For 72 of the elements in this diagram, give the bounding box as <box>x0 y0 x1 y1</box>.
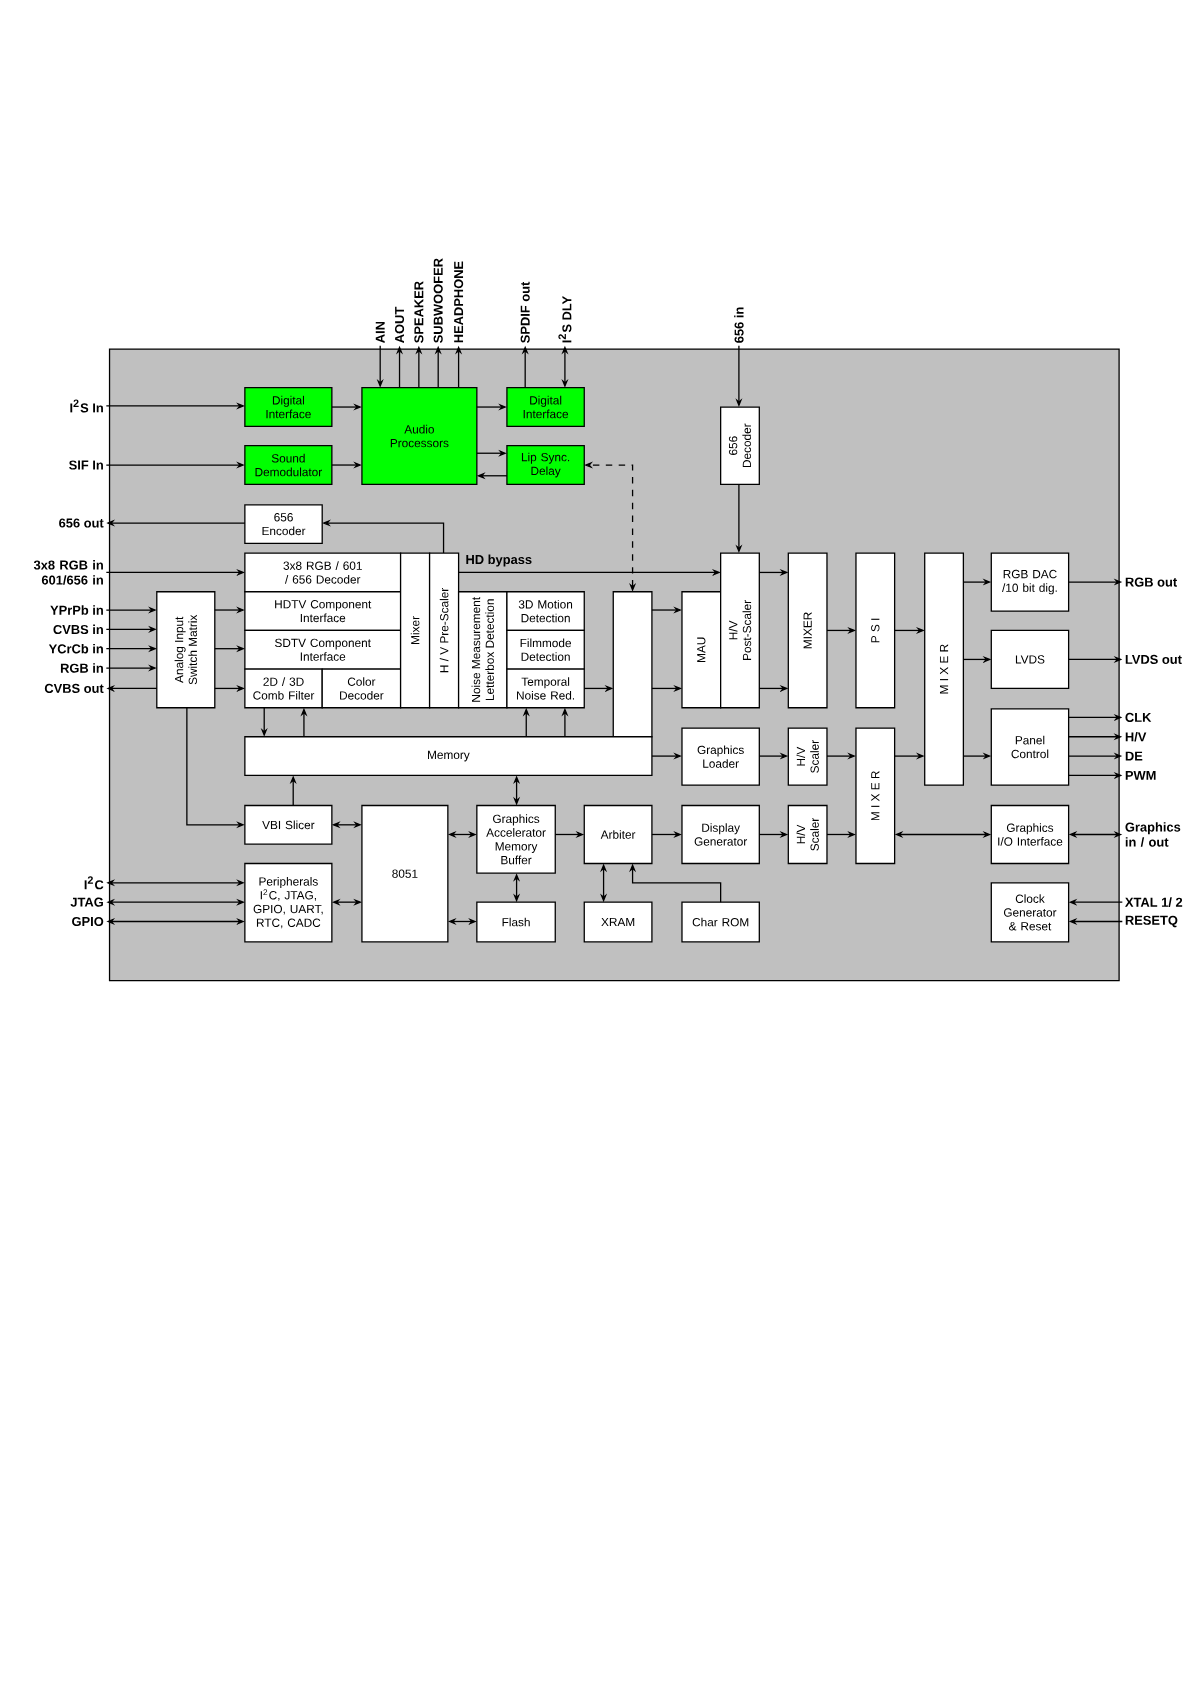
block-box: 3x8 RGB / 601 / 656 Decoder <box>244 552 402 593</box>
block-box: 3D Motion Detection <box>506 591 585 632</box>
pin-label: CVBS out <box>44 683 104 693</box>
pin-label: 3x8 RGB in 601/656 in <box>33 560 103 585</box>
pin-label: LVDS out <box>1125 654 1182 664</box>
block-box: M I X E R <box>855 727 896 865</box>
block-box: Graphics I/O Interface <box>990 804 1070 865</box>
block-box: 2D / 3D Comb Filter <box>244 668 323 709</box>
block-box: H / V Pre-Scaler <box>428 552 460 709</box>
pin-label: CVBS in <box>53 624 103 635</box>
block-box: Graphics Accelerator Memory Buffer <box>476 804 556 874</box>
pin-label: H/V <box>1125 731 1147 742</box>
pin-label: XTAL 1/ 2 <box>1125 897 1183 907</box>
pin-label: SIF In <box>69 460 103 470</box>
block-box: M I X E R <box>924 552 965 786</box>
pin-label: YPrPb in <box>50 605 103 615</box>
pin-label: 656 out <box>59 518 104 528</box>
pin-label: RGB in <box>60 663 103 673</box>
block-box: Flash <box>476 901 556 943</box>
block-box: RGB DAC /10 bit dig. <box>990 552 1070 612</box>
block-box: MIXER <box>787 552 828 709</box>
pin-label: AIN <box>375 321 385 343</box>
block-box: Panel Control <box>990 708 1070 786</box>
pin-label: SPDIF out <box>520 281 530 343</box>
block-box: Arbiter <box>583 804 653 865</box>
block-box: Sound Demodulator <box>244 445 333 485</box>
pin-label: RGB out <box>1125 577 1177 587</box>
pin-label: DE <box>1125 751 1143 761</box>
pin-label: Graphics in / out <box>1125 822 1181 847</box>
pin-label: GPIO <box>72 916 104 927</box>
pin-label: I$^{2}$C <box>84 876 104 890</box>
block-box: Noise Measurement Letterbox Detection <box>457 591 508 709</box>
block-box: 656 Encoder <box>244 504 323 545</box>
block-box: Temporal Noise Red. <box>506 668 585 709</box>
pin-label: I$^{2}$S DLY <box>558 296 572 343</box>
block-box: Char ROM <box>681 901 760 943</box>
block-box: Digital Interface <box>244 387 333 428</box>
block-box: HDTV Component Interface <box>244 591 402 632</box>
pin-label: YCrCb in <box>48 643 103 654</box>
block-box: Digital Interface <box>506 387 585 428</box>
pin-label: CLK <box>1125 712 1152 722</box>
pin-label: AOUT <box>395 306 405 343</box>
pin-label: 656 in <box>734 307 744 343</box>
pin-label: HEADPHONE <box>454 261 464 343</box>
block-box: P S I <box>855 552 896 709</box>
block-box: XRAM <box>583 901 653 943</box>
block-box <box>612 591 653 738</box>
pin-label: SPEAKER <box>414 281 424 343</box>
block-box: 656 Decoder <box>720 406 760 485</box>
pin-label: RESETQ <box>1125 915 1178 928</box>
pin-label: JTAG <box>70 897 103 907</box>
pin-label: PWM <box>1125 771 1156 780</box>
block-box: Audio Processors <box>361 387 478 485</box>
block-box: Display Generator <box>681 804 760 865</box>
pin-label: SUBWOOFER <box>433 258 443 343</box>
block-box: Color Decoder <box>321 668 402 709</box>
block-box: MAU <box>681 591 722 709</box>
block-box: Analog Input Switch Matrix <box>156 591 216 709</box>
block-box: H/V Scaler <box>787 727 828 786</box>
block-box: H/V Post-Scaler <box>720 552 760 709</box>
edge-label: HD bypass <box>463 552 535 569</box>
pin-label: I$^{2}$S In <box>70 399 103 413</box>
block-box: Peripherals I$^{2}$C, JTAG, GPIO, UART, RTC, CADC <box>244 862 333 943</box>
block-box: Clock Generator & Reset <box>990 882 1070 943</box>
block-box: H/V Scaler <box>787 804 828 865</box>
block-box: Filmmode Detection <box>506 629 585 670</box>
block-box: VBI Slicer <box>244 804 333 845</box>
block-box: Lip Sync. Delay <box>506 445 585 485</box>
block-box: Mixer <box>399 552 431 709</box>
block-box: Graphics Loader <box>681 727 760 786</box>
block-box: LVDS <box>990 629 1070 690</box>
block-box: 8051 <box>361 804 449 943</box>
